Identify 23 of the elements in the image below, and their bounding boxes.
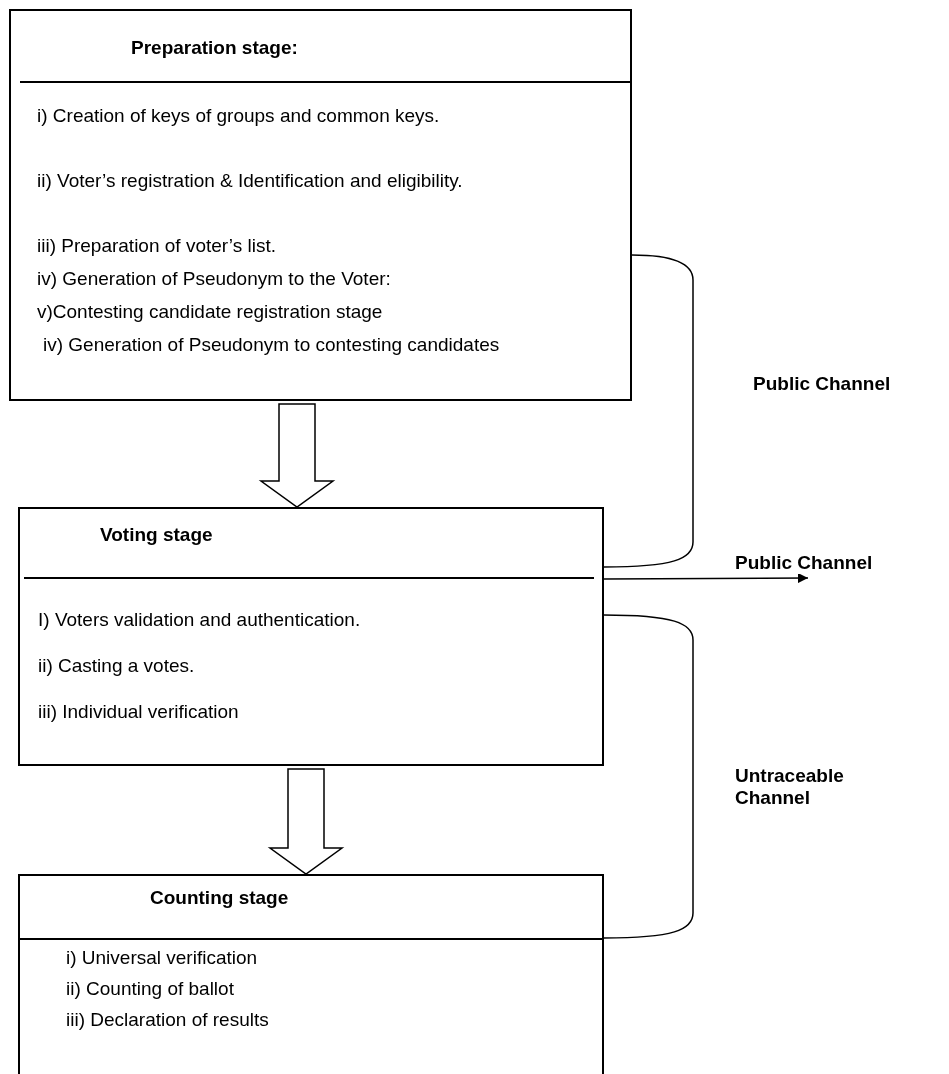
stage-heading: Counting stage [150, 887, 289, 909]
stage-box [18, 507, 604, 766]
step-text: i) Universal verification [66, 946, 259, 970]
step-text: ii) Voter’s registration & Identification and eligibility. [37, 169, 464, 193]
bracket-connector [603, 254, 694, 568]
step-text: I) Voters validation and authentication. [38, 608, 362, 632]
step-text: ii) Counting of ballot [66, 977, 235, 1001]
step-text: iv) Generation of Pseudonym to contesting candidates [43, 333, 501, 357]
step-text: iii) Declaration of results [66, 1008, 270, 1032]
bracket-connector [603, 614, 694, 939]
step-text: iv) Generation of Pseudonym to the Voter: [37, 267, 392, 291]
step-text: i) Creation of keys of groups and common keys. [37, 104, 441, 128]
stage-box [18, 874, 604, 1074]
stage-heading: Voting stage [100, 524, 213, 546]
stage-box [9, 9, 632, 401]
step-text: v)Contesting candidate registration stage [37, 300, 384, 324]
step-text: ii) Casting a votes. [38, 654, 196, 678]
stage-heading: Preparation stage: [131, 37, 298, 59]
step-text: iii) Preparation of voter’s list. [37, 234, 277, 258]
step-text: iii) Individual verification [38, 700, 240, 724]
block-arrow [258, 403, 336, 508]
arrow [603, 573, 809, 584]
block-arrow [267, 768, 345, 875]
